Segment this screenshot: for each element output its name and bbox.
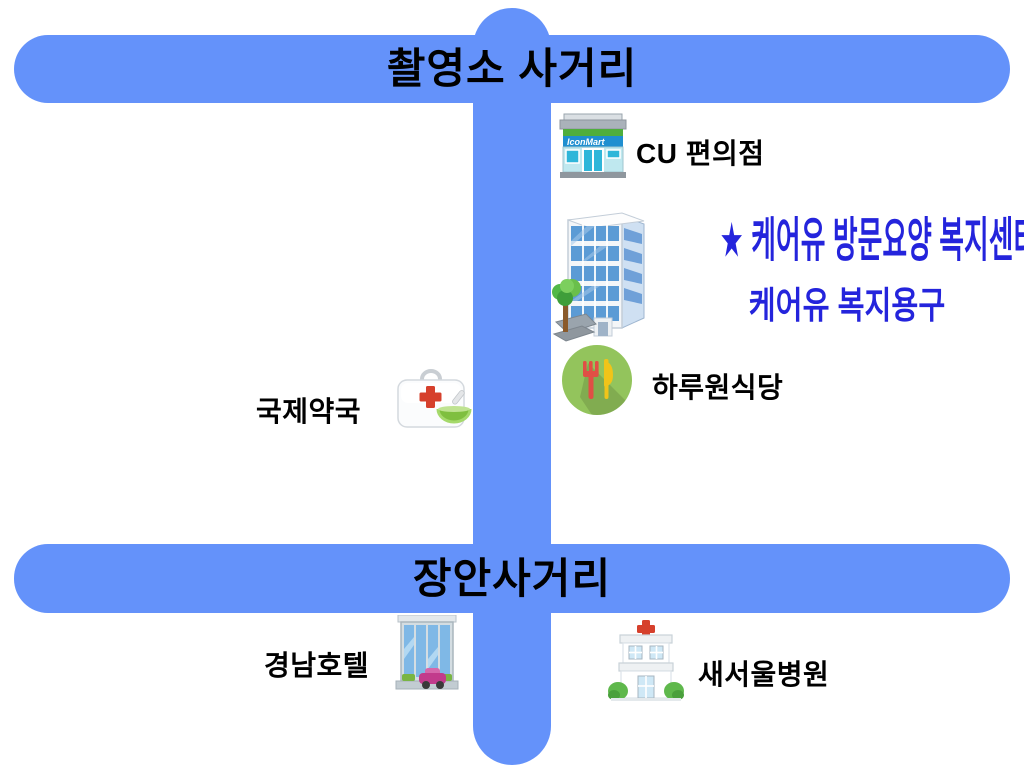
bottom-road: 장안사거리 [14, 544, 1010, 613]
restaurant-label: 하루원식당 [652, 372, 784, 403]
store-sign-text: IconMart [567, 137, 606, 147]
office-building-icon [552, 200, 654, 349]
top-road: 촬영소 사거리 [14, 35, 1010, 103]
bottom-road-label: 장안사거리 [412, 555, 612, 602]
convenience-store-icon: IconMart [556, 110, 630, 185]
vertical-road [473, 8, 551, 765]
top-road-label: 촬영소 사거리 [386, 45, 638, 92]
hospital-icon [607, 618, 685, 711]
care-center-title: ★ 케어유 방문요양 복지센터 ★ [719, 213, 1024, 267]
convenience-store-label: CU 편의점 [636, 138, 765, 169]
care-center-subtitle: 케어유 복지용구 [748, 285, 946, 327]
pharmacy-label: 국제약국 [256, 396, 362, 427]
pharmacy-icon [392, 369, 472, 440]
hotel-label: 경남호텔 [264, 650, 370, 681]
restaurant-icon [562, 345, 632, 420]
hospital-label: 새서울병원 [698, 659, 830, 690]
hotel-icon [392, 614, 462, 702]
